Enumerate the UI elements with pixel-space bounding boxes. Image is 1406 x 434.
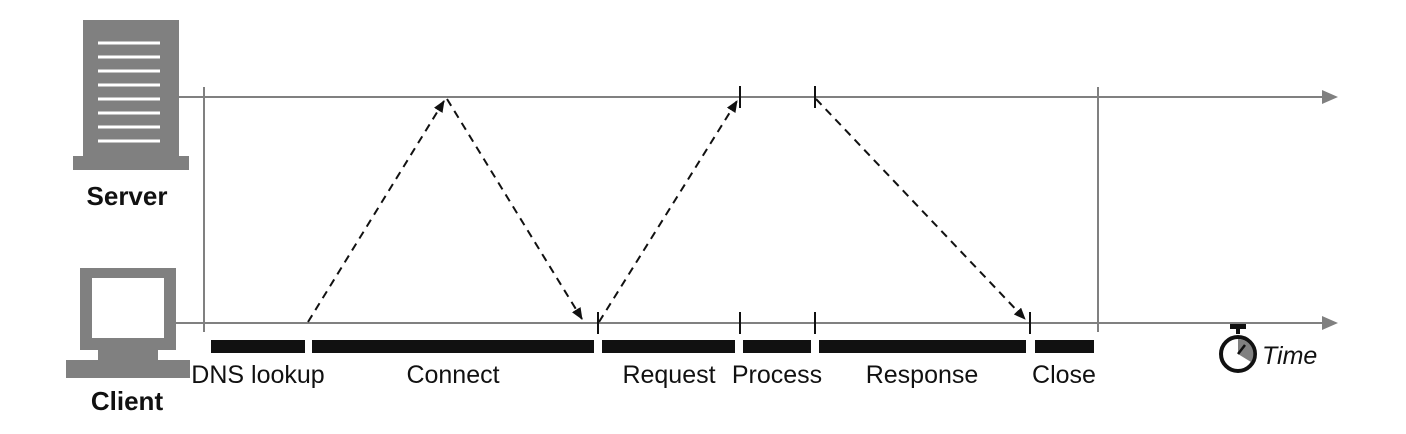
client-tick-marks [597, 312, 1031, 334]
server-timeline [175, 90, 1338, 104]
phase-label-response: Response [866, 361, 979, 389]
phase-label-request: Request [622, 361, 715, 389]
phase-bars [211, 340, 1094, 353]
stopwatch-icon [1219, 324, 1257, 373]
phase-bar-connect [312, 340, 594, 353]
phase-label-dns: DNS lookup [191, 361, 324, 389]
time-label: Time [1262, 342, 1317, 370]
syn-ack-arrow [446, 98, 583, 320]
phase-bar-response [819, 340, 1026, 353]
request-arrow [598, 100, 738, 323]
response-arrow [815, 98, 1026, 320]
syn-arrow [307, 100, 445, 323]
client-timeline [175, 316, 1338, 330]
server-label: Server [87, 181, 168, 211]
server-tick-marks [739, 86, 816, 108]
phase-bar-dns [211, 340, 305, 353]
phase-bar-close [1035, 340, 1094, 353]
phase-bar-request [602, 340, 735, 353]
desktop-computer-icon [66, 268, 190, 378]
phase-label-close: Close [1032, 361, 1096, 389]
phase-label-connect: Connect [406, 361, 499, 389]
message-arrows [307, 98, 1026, 323]
server-tower-icon [73, 20, 189, 170]
phase-bar-process [743, 340, 811, 353]
client-label: Client [91, 386, 164, 416]
phase-label-process: Process [732, 361, 822, 389]
